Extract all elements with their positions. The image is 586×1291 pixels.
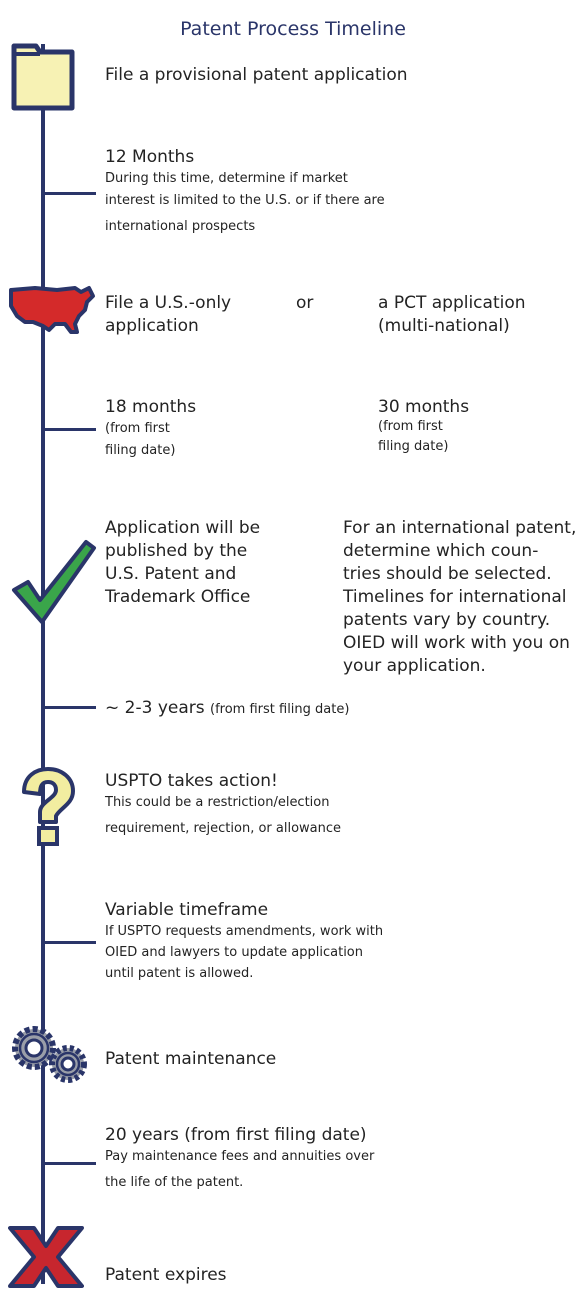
uspto-action-label: USPTO takes action! bbox=[105, 771, 278, 791]
timeline-tick bbox=[41, 428, 96, 431]
variable-note-3: until patent is allowed. bbox=[105, 966, 254, 981]
international-line-6: OIED will work with you on bbox=[343, 633, 570, 653]
published-line-1: Application will be bbox=[105, 518, 261, 538]
wait-30-note-1: (from first bbox=[378, 419, 443, 434]
timeline-line bbox=[41, 44, 45, 1284]
timeline-tick bbox=[41, 192, 96, 195]
step-file-provisional: File a provisional patent application bbox=[105, 65, 408, 85]
gears-icon bbox=[12, 1026, 87, 1083]
usa-map-icon bbox=[9, 286, 95, 334]
maintenance-label: Patent maintenance bbox=[105, 1049, 277, 1069]
published-line-3: U.S. Patent and bbox=[105, 564, 237, 584]
wait-2-3-row: ~ 2-3 years (from first filing date) bbox=[105, 697, 349, 721]
wait-20-note-2: the life of the patent. bbox=[105, 1175, 244, 1190]
variable-label: Variable timeframe bbox=[105, 900, 269, 920]
question-mark-icon bbox=[22, 767, 75, 846]
pct-line-1: a PCT application bbox=[378, 293, 526, 313]
wait-12-note-3: international prospects bbox=[105, 219, 256, 234]
wait-30-note-2: filing date) bbox=[378, 439, 449, 454]
published-line-4: Trademark Office bbox=[105, 587, 251, 607]
variable-note-1: If USPTO requests amendments, work with bbox=[105, 924, 384, 939]
folder-icon bbox=[11, 43, 75, 111]
us-only-line-2: application bbox=[105, 316, 199, 336]
timeline-tick bbox=[41, 706, 96, 709]
wait-12-note-2: interest is limited to the U.S. or if th… bbox=[105, 193, 385, 208]
wait-2-3-note: (from first filing date) bbox=[210, 702, 350, 717]
wait-12-note-1: During this time, determine if market bbox=[105, 171, 348, 186]
international-line-7: your application. bbox=[343, 656, 486, 676]
us-only-line-1: File a U.S.-only bbox=[105, 293, 232, 313]
international-line-1: For an international patent, bbox=[343, 518, 577, 538]
published-line-2: published by the bbox=[105, 541, 248, 561]
uspto-action-note-2: requirement, rejection, or allowance bbox=[105, 821, 342, 836]
page-title: Patent Process Timeline bbox=[180, 18, 406, 40]
international-line-3: tries should be selected. bbox=[343, 564, 552, 584]
expires-label: Patent expires bbox=[105, 1265, 227, 1285]
wait-18-label: 18 months bbox=[105, 397, 197, 417]
wait-12-label: 12 Months bbox=[105, 147, 195, 167]
variable-note-2: OIED and lawyers to update application bbox=[105, 945, 363, 960]
international-line-2: determine which coun- bbox=[343, 541, 539, 561]
international-line-4: Timelines for international bbox=[343, 587, 567, 607]
international-line-5: patents vary by country. bbox=[343, 610, 551, 630]
wait-18-note-2: filing date) bbox=[105, 443, 176, 458]
wait-20-label: 20 years (from first filing date) bbox=[105, 1125, 367, 1145]
wait-20-note-1: Pay maintenance fees and annuities over bbox=[105, 1149, 375, 1164]
x-mark-icon bbox=[8, 1226, 84, 1288]
timeline-tick bbox=[41, 1162, 96, 1165]
or-label: or bbox=[296, 293, 314, 313]
timeline-tick bbox=[41, 941, 96, 944]
uspto-action-note-1: This could be a restriction/election bbox=[105, 795, 330, 810]
wait-30-label: 30 months bbox=[378, 397, 470, 417]
wait-18-note-1: (from first bbox=[105, 421, 170, 436]
pct-line-2: (multi-national) bbox=[378, 316, 510, 336]
wait-2-3-label: ~ 2-3 years bbox=[105, 698, 205, 718]
checkmark-icon bbox=[12, 540, 96, 624]
